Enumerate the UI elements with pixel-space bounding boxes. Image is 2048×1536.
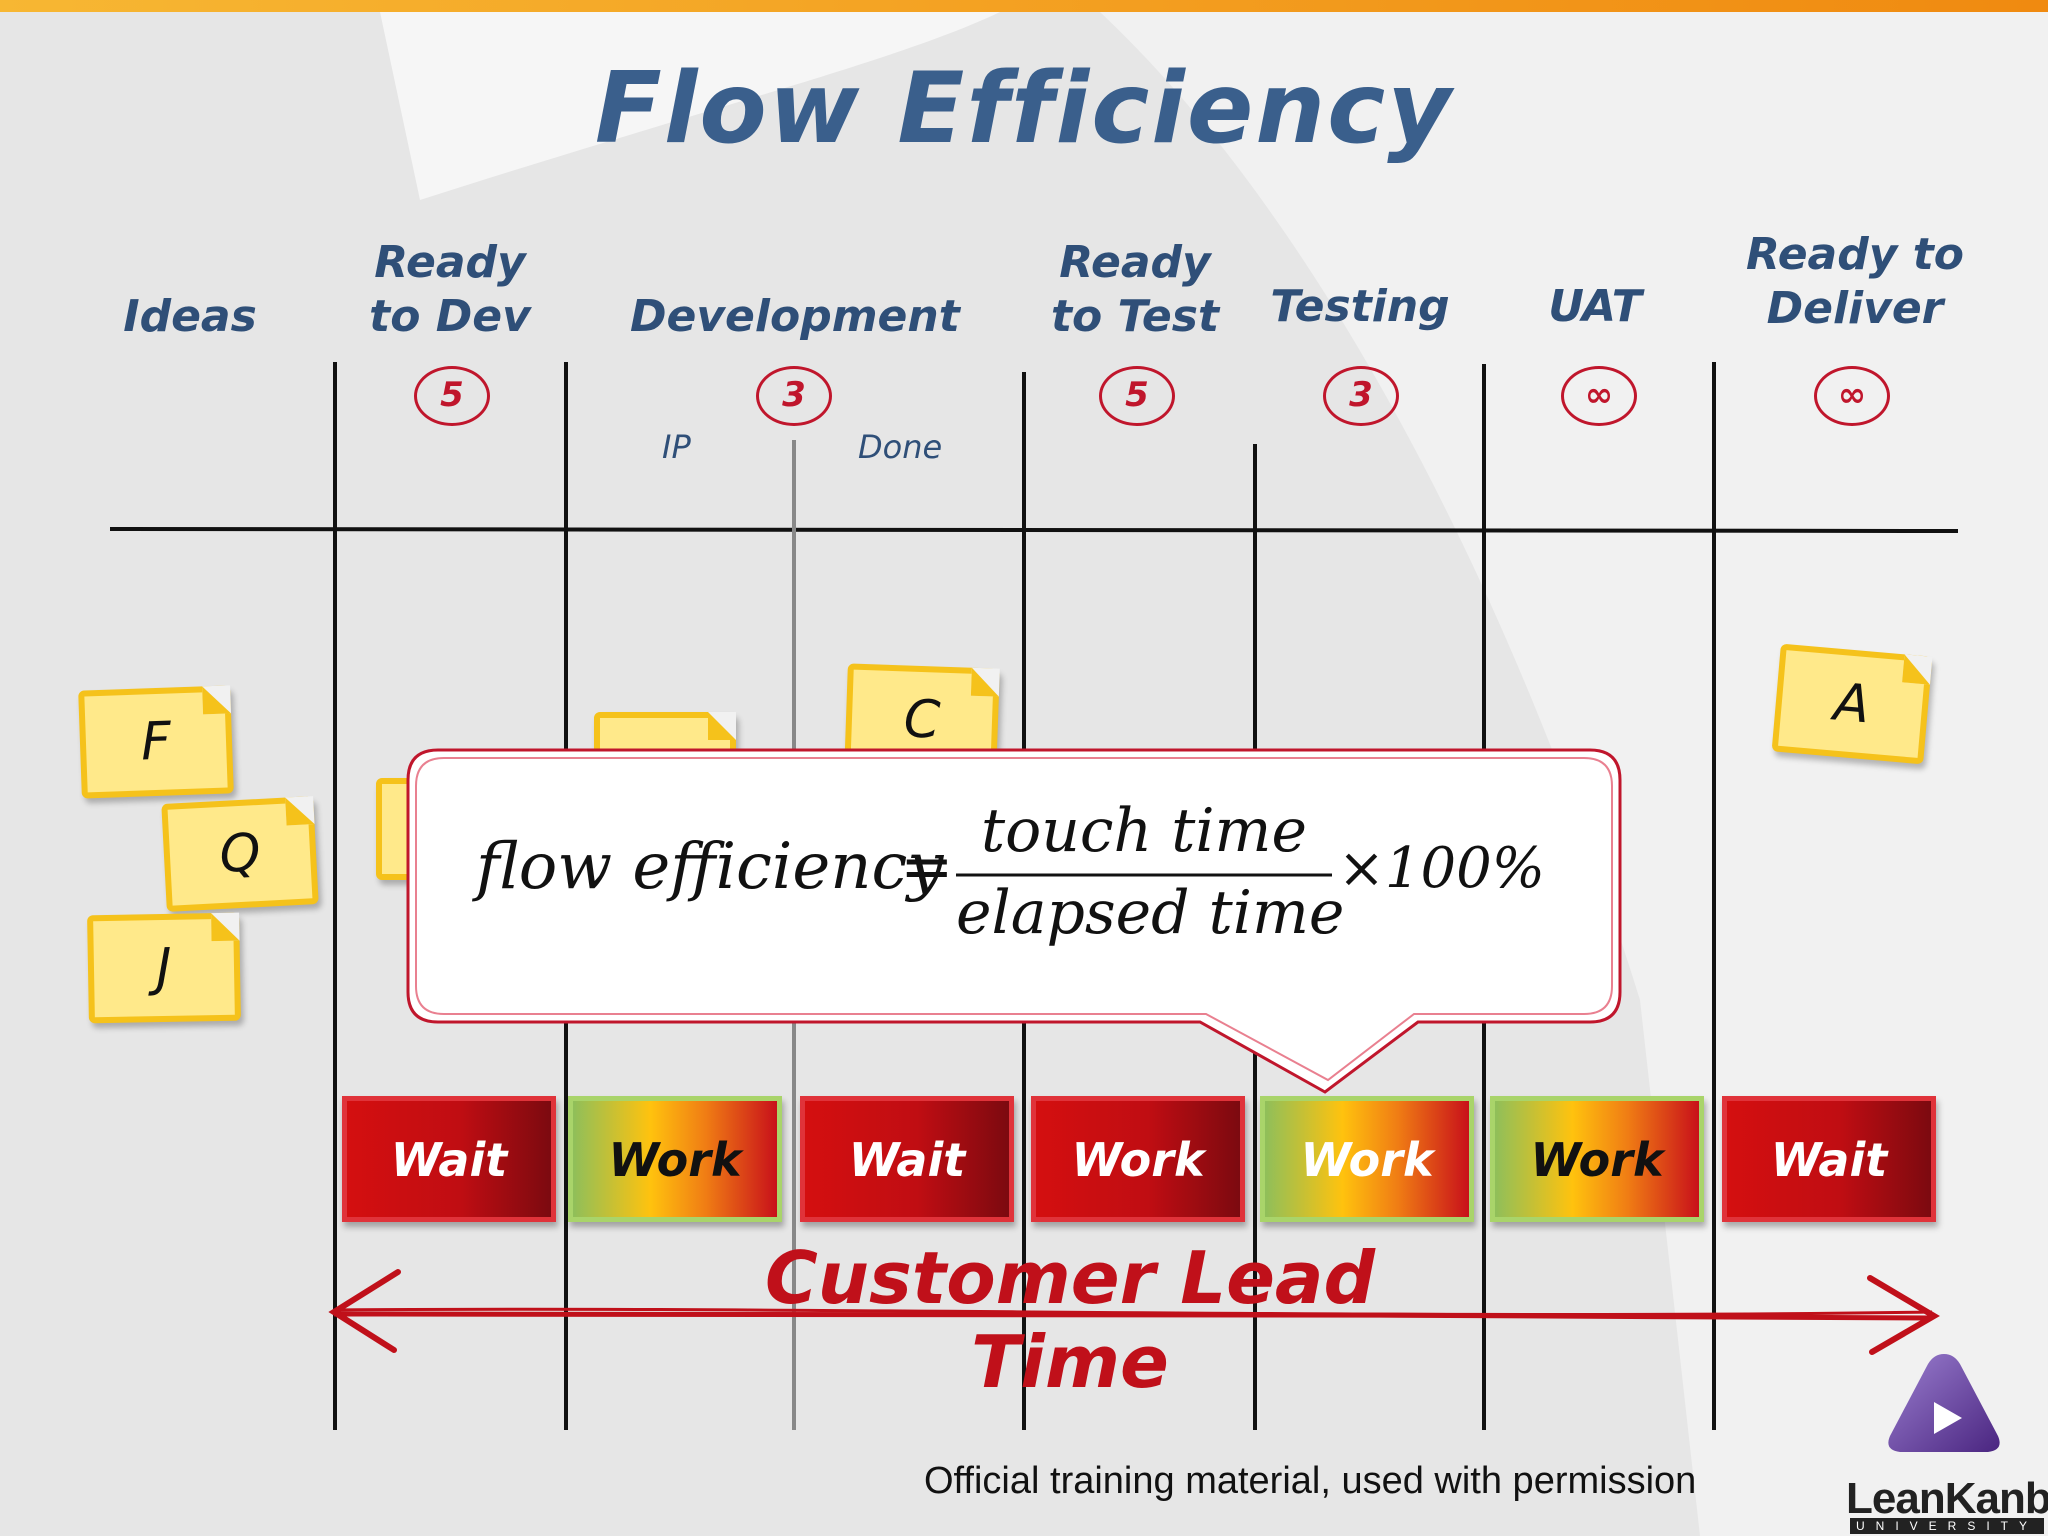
column-label: UAT: [1548, 281, 1642, 332]
state-work-uat: Work: [1490, 1096, 1704, 1222]
state-wait-development-done: Wait: [800, 1096, 1014, 1222]
wip-limit-testing: 3: [1323, 366, 1399, 426]
state-work-development-ip: Work: [568, 1096, 782, 1222]
wip-limit-development: 3: [756, 366, 832, 426]
column-label-line-2: Deliver: [1766, 283, 1944, 334]
state-wait-ready-to-deliver: Wait: [1722, 1096, 1936, 1222]
column-label-line-1: Ready: [1059, 237, 1211, 288]
column-header-testing: Testing: [1265, 280, 1455, 334]
formula-equals: =: [900, 830, 954, 904]
column-label: Testing: [1270, 281, 1450, 332]
leankanban-logo-icon: [1888, 1354, 2000, 1452]
column-label-line-1: Ready: [374, 237, 526, 288]
state-work-testing: Work: [1260, 1096, 1474, 1222]
formula-lhs: flow efficiency: [476, 830, 944, 904]
column-header-ready-to-deliver: Ready to Deliver: [1730, 228, 1980, 336]
slide-title: Flow Efficiency: [594, 52, 1454, 166]
formula-multiplier: ×100%: [1338, 836, 1546, 901]
state-wait-ready-to-dev: Wait: [342, 1096, 556, 1222]
brand-subtitle: UNIVERSITY: [1850, 1518, 2044, 1534]
wip-limit-ready-to-dev: 5: [414, 366, 490, 426]
column-header-uat: UAT: [1515, 280, 1675, 334]
subcolumn-label-done: Done: [858, 428, 943, 466]
column-label: Ideas: [123, 291, 257, 342]
wip-limit-ready-to-deliver: ∞: [1814, 366, 1890, 426]
formula-denominator: elapsed time: [956, 878, 1345, 948]
column-header-development: Development: [630, 290, 960, 344]
column-header-ideas: Ideas: [110, 290, 270, 344]
column-label-line-2: to Test: [1051, 291, 1219, 342]
wip-limit-uat: ∞: [1561, 366, 1637, 426]
wip-limit-ready-to-test: 5: [1099, 366, 1175, 426]
credit-text: Official training material, used with pe…: [924, 1460, 1697, 1502]
column-label: Development: [630, 291, 960, 342]
lead-time-label: Customer Lead Time: [764, 1236, 1376, 1404]
column-header-ready-to-test: Ready to Test: [1040, 236, 1230, 344]
column-label-line-1: Ready to: [1746, 229, 1964, 280]
state-work-ready-to-test: Work: [1031, 1096, 1245, 1222]
subcolumn-label-ip: IP: [662, 428, 691, 466]
brand-name: LeanKanban: [1846, 1474, 2048, 1523]
formula-numerator: touch time: [981, 796, 1307, 866]
column-label-line-2: to Dev: [369, 291, 531, 342]
column-header-ready-to-dev: Ready to Dev: [350, 236, 550, 344]
